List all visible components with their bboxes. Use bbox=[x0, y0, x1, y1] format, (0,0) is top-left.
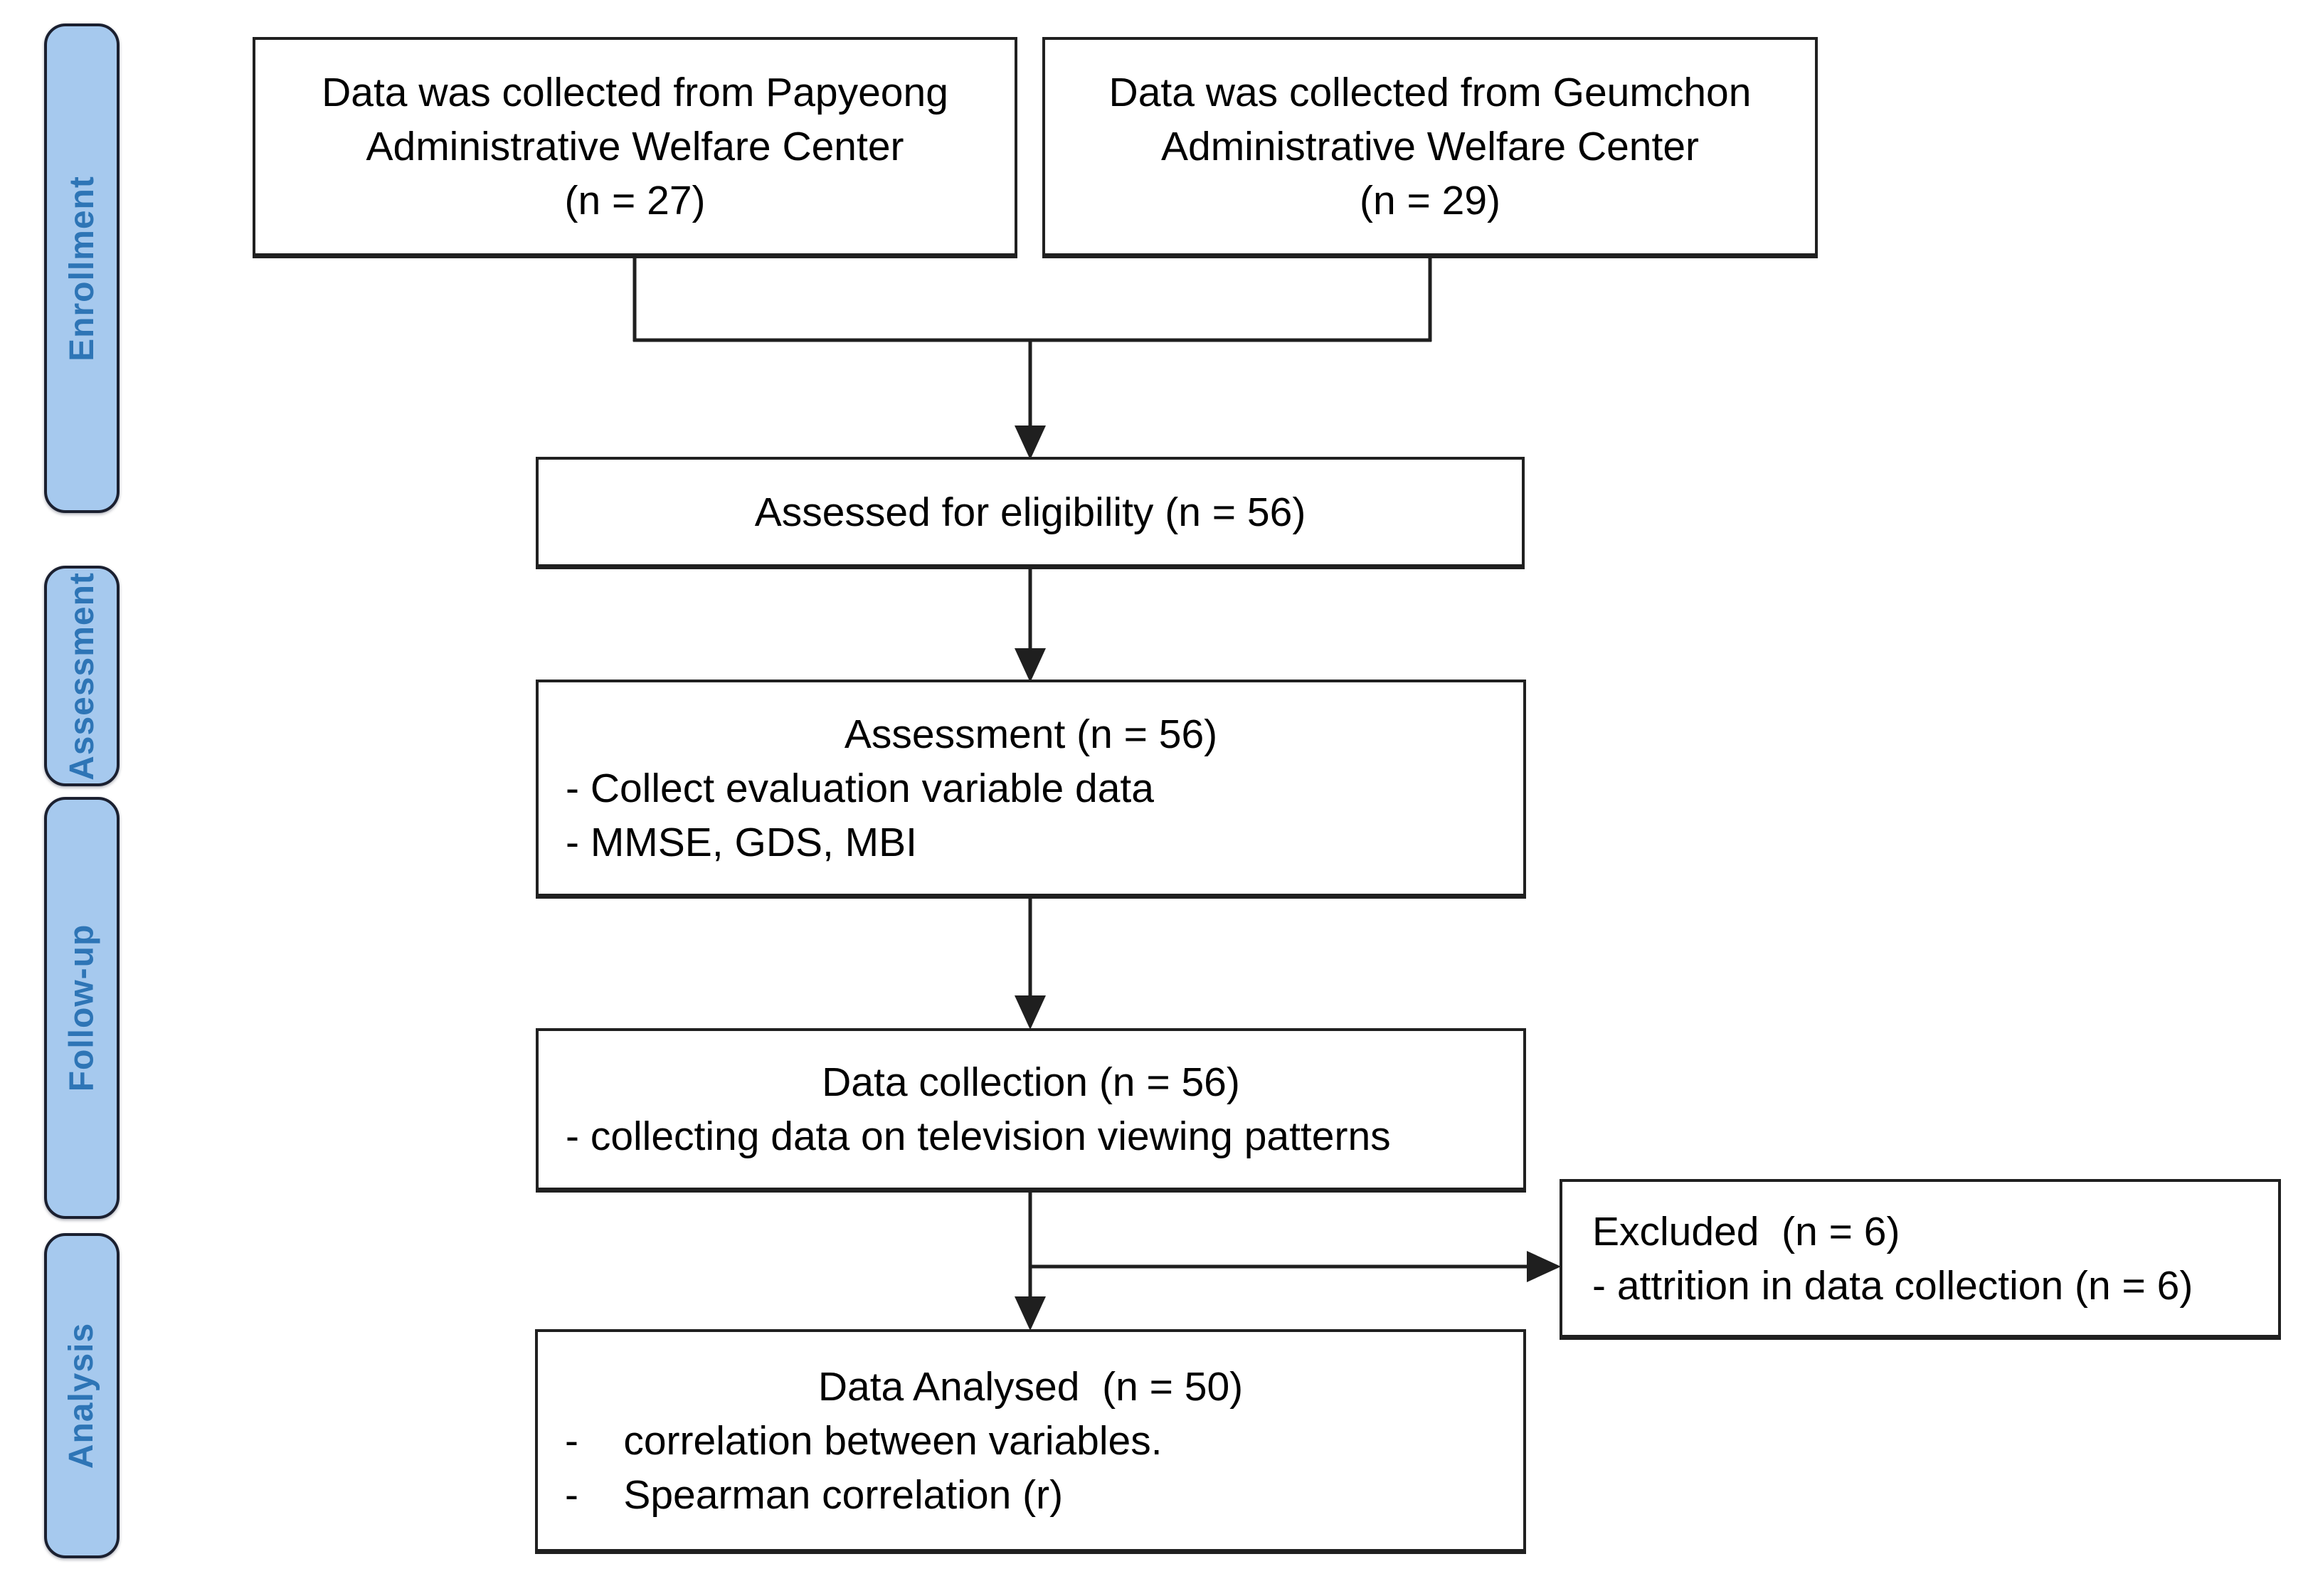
stage-follow-up: Follow-up bbox=[44, 797, 120, 1219]
box-excluded: Excluded (n = 6) - attrition in data col… bbox=[1560, 1179, 2281, 1340]
box-geumchon-center: Data was collected from Geumchon Adminis… bbox=[1042, 37, 1818, 258]
arrowhead-datacollection-to-analysed bbox=[1015, 1296, 1046, 1331]
arrowhead-branch-to-excluded bbox=[1527, 1251, 1561, 1282]
box-title: Data Analysed (n = 50) bbox=[817, 1363, 1244, 1410]
box-line: Data was collected from Geumchon bbox=[1108, 70, 1752, 115]
box-bullet: - collecting data on television viewing … bbox=[566, 1114, 1391, 1159]
stage-enrollment-label: Enrollment bbox=[63, 175, 101, 361]
stage-analysis: Analysis bbox=[44, 1233, 120, 1558]
box-bullet: - Collect evaluation variable data bbox=[566, 765, 1154, 811]
arrowhead-assessed-to-assessment bbox=[1015, 648, 1046, 682]
box-data-analysed: Data Analysed (n = 50) - correlation bet… bbox=[535, 1329, 1526, 1554]
stage-assessment-label: Assessment bbox=[63, 571, 101, 781]
box-papyeong-center: Data was collected from Papyeong Adminis… bbox=[253, 37, 1017, 258]
arrowhead-assessment-to-datacollection bbox=[1015, 995, 1046, 1030]
arrowhead-merge-to-assessed bbox=[1015, 426, 1046, 460]
stage-analysis-label: Analysis bbox=[63, 1322, 101, 1469]
box-bullet: - correlation between variables. bbox=[565, 1417, 1163, 1464]
box-assessed-eligibility: Assessed for eligibility (n = 56) bbox=[536, 457, 1525, 569]
stage-assessment: Assessment bbox=[44, 566, 120, 786]
box-line: (n = 29) bbox=[1359, 178, 1501, 223]
box-data-collection: Data collection (n = 56) - collecting da… bbox=[536, 1028, 1526, 1193]
box-line: Data was collected from Papyeong bbox=[322, 70, 948, 115]
box-bullet: - Spearman correlation (r) bbox=[565, 1471, 1064, 1518]
box-title: Assessment (n = 56) bbox=[844, 711, 1218, 757]
stage-enrollment: Enrollment bbox=[44, 23, 120, 513]
box-title: Data collection (n = 56) bbox=[822, 1059, 1240, 1105]
box-line: Administrative Welfare Center bbox=[1160, 124, 1700, 169]
stage-follow-up-label: Follow-up bbox=[63, 924, 101, 1092]
box-line: (n = 27) bbox=[564, 178, 706, 223]
box-bullet: - MMSE, GDS, MBI bbox=[566, 819, 918, 865]
box-bullet: - attrition in data collection (n = 6) bbox=[1592, 1262, 2193, 1309]
box-line: Administrative Welfare Center bbox=[366, 124, 904, 169]
box-line: Assessed for eligibility (n = 56) bbox=[754, 489, 1306, 535]
box-assessment: Assessment (n = 56) - Collect evaluation… bbox=[536, 680, 1526, 899]
box-line: Excluded (n = 6) bbox=[1592, 1208, 1900, 1254]
